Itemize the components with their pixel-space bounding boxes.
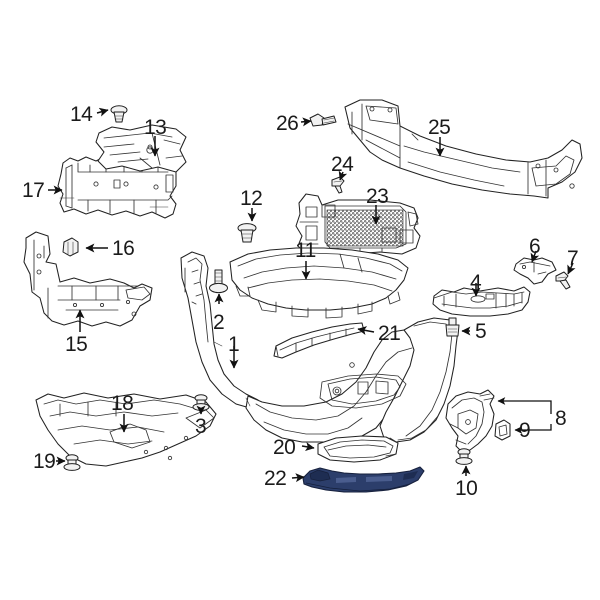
part-15-lower-air-deflector xyxy=(23,231,153,327)
callout-label-1: 1 xyxy=(228,333,240,356)
callout-label-13: 13 xyxy=(144,116,167,139)
part-12-grille-clip xyxy=(237,223,257,243)
callout-label-21: 21 xyxy=(378,322,401,345)
callout-label-26: 26 xyxy=(276,112,299,135)
part-4-lower-bracket xyxy=(432,286,531,317)
callout-label-12: 12 xyxy=(240,187,263,210)
callout-label-11: 11 xyxy=(295,239,316,262)
part-6-side-retainer xyxy=(513,257,557,285)
callout-label-9: 9 xyxy=(519,419,531,442)
callout-label-4: 4 xyxy=(470,271,482,294)
callout-label-25: 25 xyxy=(428,116,451,139)
part-19-under-cover-clip xyxy=(63,454,81,471)
callout-label-5: 5 xyxy=(475,320,487,343)
leader-lines xyxy=(48,107,576,483)
callout-label-15: 15 xyxy=(65,333,88,356)
callout-label-7: 7 xyxy=(567,247,579,270)
callout-label-8: 8 xyxy=(555,407,567,430)
callout-label-23: 23 xyxy=(366,185,389,208)
callout-label-22: 22 xyxy=(264,467,287,490)
callout-label-10: 10 xyxy=(455,477,478,500)
callout-label-24: 24 xyxy=(331,153,354,176)
callout-label-3: 3 xyxy=(195,415,207,438)
callout-label-14: 14 xyxy=(70,103,93,126)
part-14-panel-clip xyxy=(110,105,128,123)
part-20-fog-light-garnish xyxy=(317,435,399,463)
part-24-grille-screw xyxy=(331,176,345,194)
callout-label-17: 17 xyxy=(22,179,45,202)
callout-label-16: 16 xyxy=(112,237,135,260)
callout-label-19: 19 xyxy=(33,450,56,473)
part-5-bracket-bolt xyxy=(445,317,460,337)
part-11-upper-grille-molding xyxy=(229,247,409,319)
part-10-bracket-bolt-lower xyxy=(455,448,473,465)
part-9-bracket-clip xyxy=(494,419,511,441)
part-1-front-bumper-cover xyxy=(180,251,459,443)
callout-label-6: 6 xyxy=(529,235,541,258)
part-8-side-bracket-assembly xyxy=(445,389,495,453)
part-26-reinforcement-bolt xyxy=(309,113,337,127)
part-22-front-bumper-lip-spoiler xyxy=(302,466,425,493)
part-16-deflector-clip xyxy=(62,237,79,257)
callout-label-20: 20 xyxy=(273,436,296,459)
callout-label-2: 2 xyxy=(213,311,225,334)
part-2-bumper-cover-screw xyxy=(209,269,228,294)
part-21-side-molding-trim xyxy=(273,322,365,359)
part-23-lower-grille xyxy=(295,193,421,255)
part-25-bumper-reinforcement-beam xyxy=(344,99,583,199)
part-7-retainer-screw xyxy=(555,271,571,290)
callout-label-18: 18 xyxy=(111,392,134,415)
part-13-upper-cover-panel xyxy=(95,124,187,173)
